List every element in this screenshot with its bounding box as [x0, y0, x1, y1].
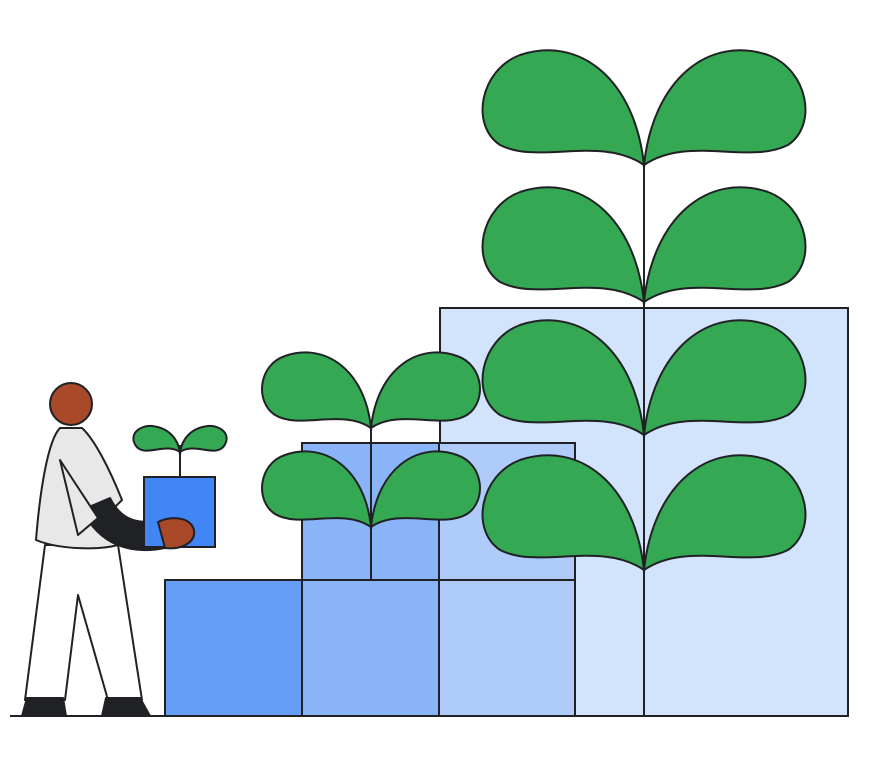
block-bottom-left [164, 579, 303, 717]
leaf [481, 186, 646, 305]
plant-small [261, 351, 481, 580]
person-shoe-right [101, 697, 151, 717]
leaf [642, 319, 807, 438]
block-bottom-right [438, 579, 576, 717]
leaf [642, 49, 807, 168]
sprout-leaf-left [132, 424, 182, 455]
person-hand [156, 517, 196, 550]
block-bottom-mid [301, 579, 440, 717]
plant-large [481, 49, 807, 716]
person-pants [24, 544, 143, 701]
leaf [261, 450, 373, 530]
leaf [261, 351, 373, 431]
person-sleeve-edge [59, 459, 99, 536]
leaf [642, 454, 807, 573]
leaf [481, 319, 646, 438]
leaf [369, 351, 481, 431]
leaf [481, 49, 646, 168]
person-shoe-left [21, 697, 67, 717]
person-head [49, 382, 93, 426]
leaf [369, 450, 481, 530]
leaf [481, 454, 646, 573]
leaf [642, 186, 807, 305]
sprout-leaf-right [178, 424, 228, 455]
